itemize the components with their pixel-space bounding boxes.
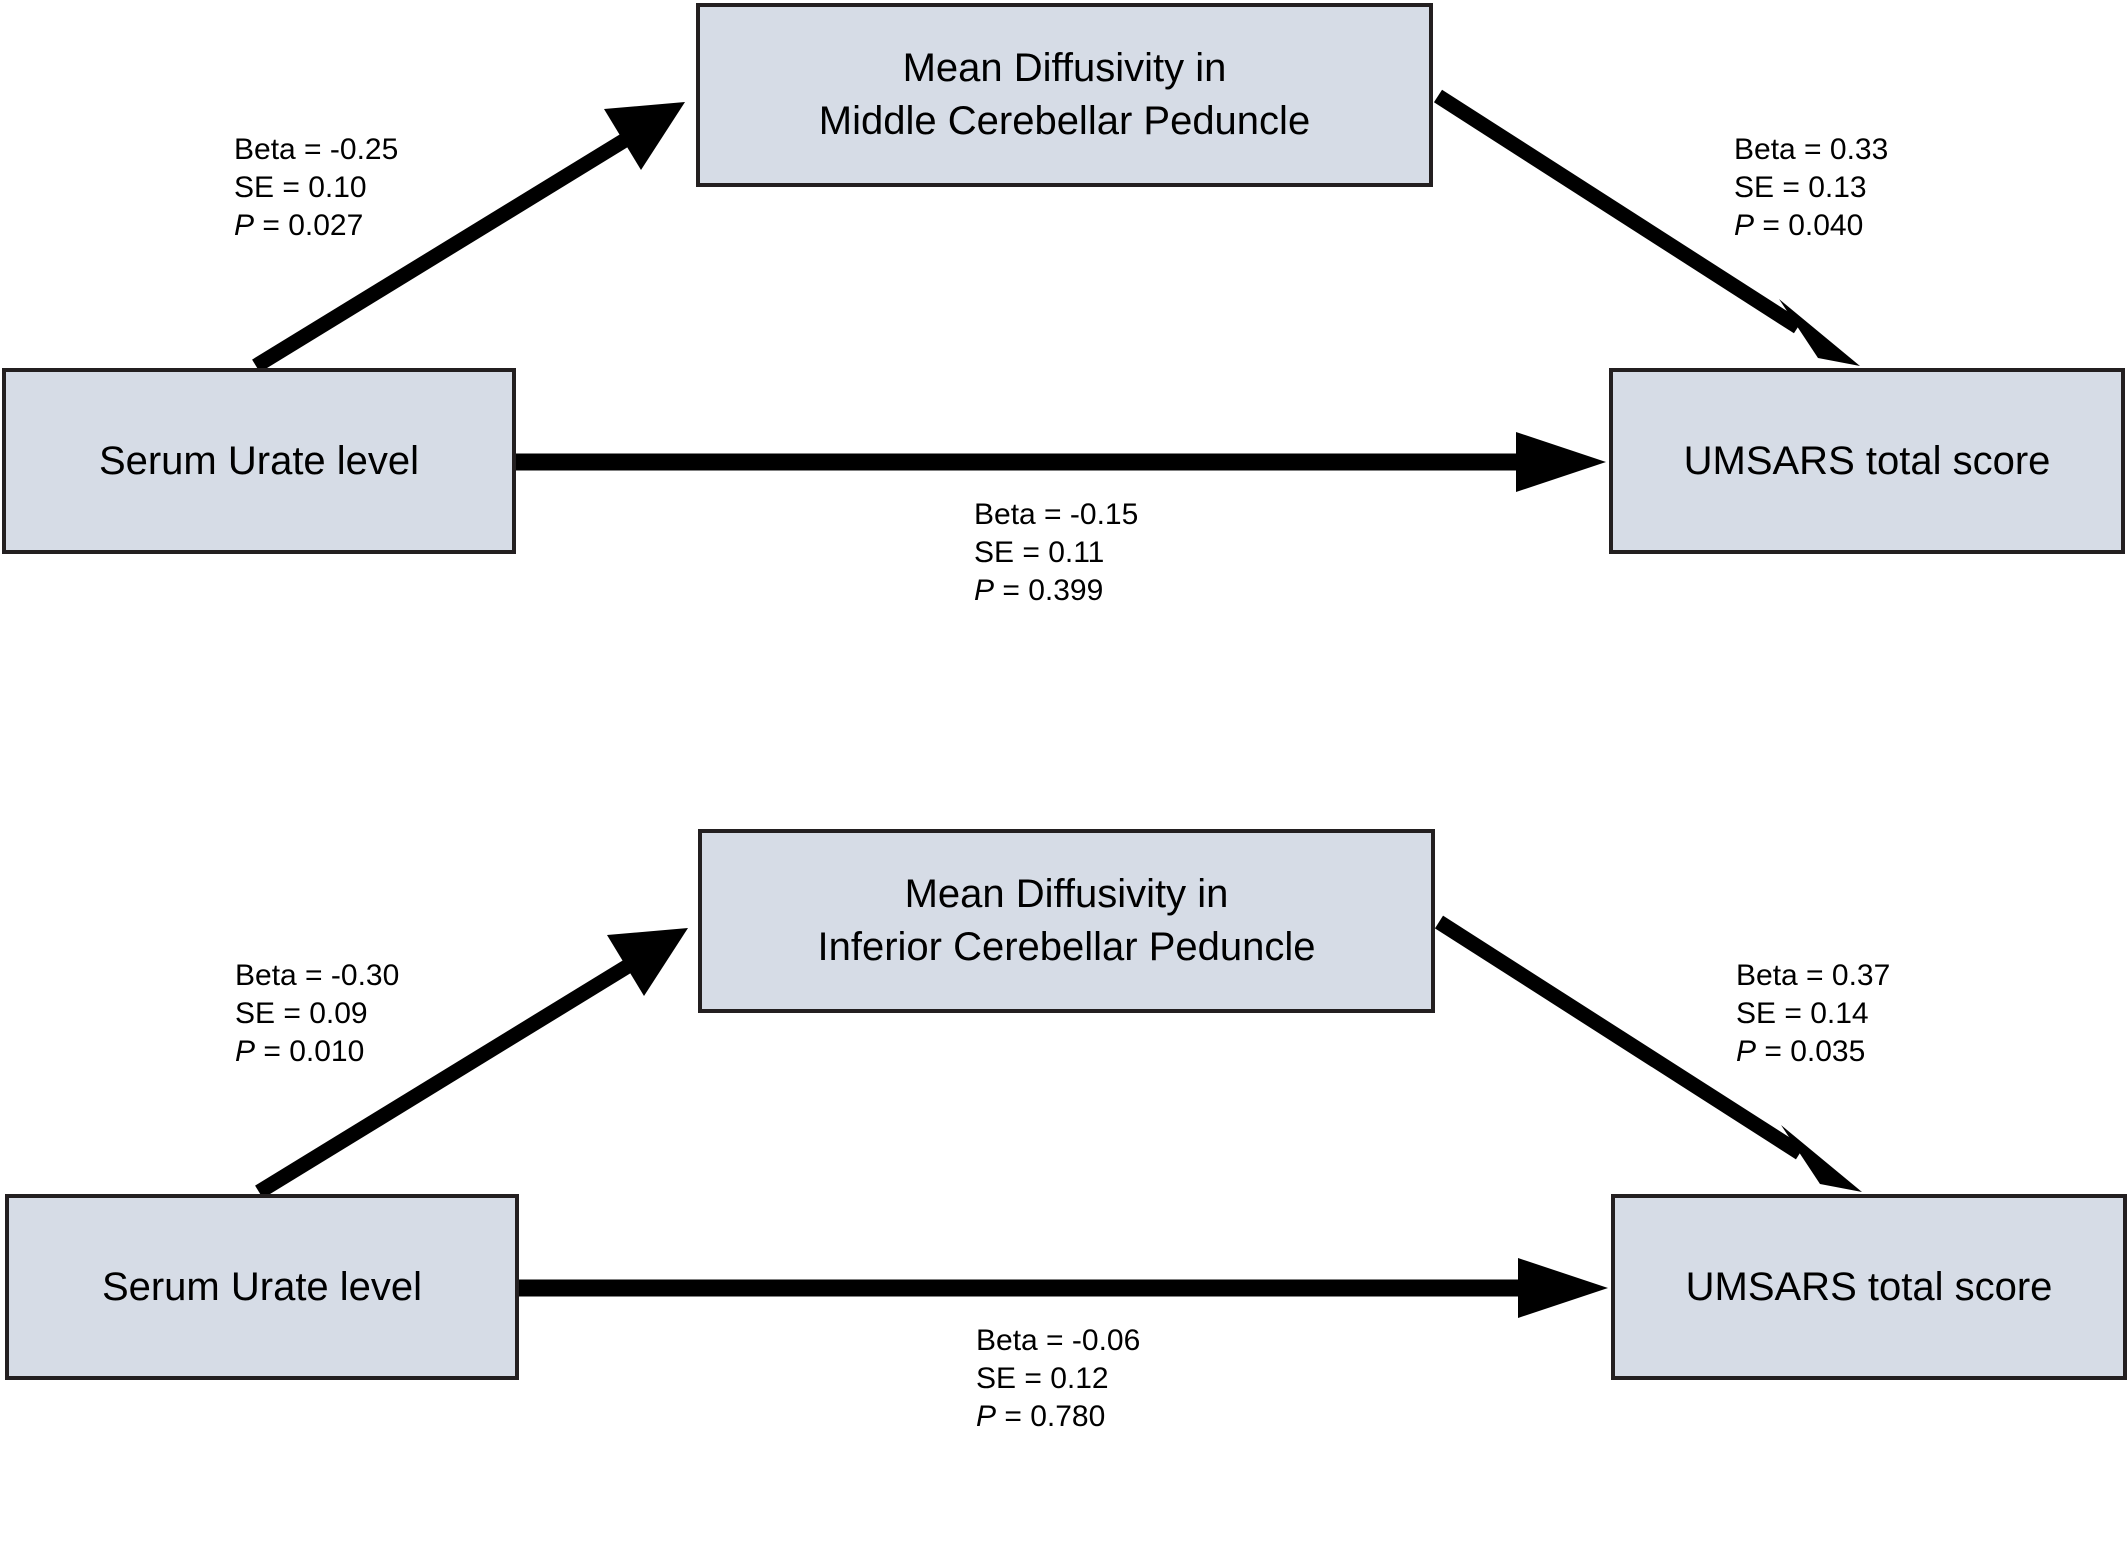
path-a-stats: Beta = -0.25 SE = 0.10 P = 0.027 — [234, 131, 398, 245]
path-a-beta: Beta = -0.25 — [234, 133, 399, 166]
predictor-box: Serum Urate level — [2, 368, 516, 554]
path-b-p-symbol: P — [1736, 1035, 1757, 1068]
arrow-predictor-to-mediator — [255, 928, 688, 1199]
path-c-p: P = 0.780 — [976, 1398, 1140, 1436]
outcome-box: UMSARS total score — [1611, 1194, 2127, 1380]
path-a-se: SE = 0.09 — [235, 997, 368, 1030]
path-b-p-value: = 0.040 — [1754, 209, 1864, 242]
path-c-beta: Beta = -0.15 — [974, 498, 1139, 531]
path-c-se: SE = 0.11 — [974, 536, 1105, 569]
path-c-p-symbol: P — [976, 1400, 997, 1433]
mediator-line-1: Mean Diffusivity in — [904, 872, 1229, 916]
arrow-predictor-to-outcome — [516, 432, 1606, 492]
path-c-p-value: = 0.399 — [994, 574, 1104, 607]
path-b-stats: Beta = 0.33 SE = 0.13 P = 0.040 — [1734, 131, 1888, 245]
arrow-layer — [255, 915, 1862, 1318]
path-c-stats: Beta = -0.15 SE = 0.11 P = 0.399 — [974, 496, 1138, 610]
path-c-p: P = 0.399 — [974, 572, 1138, 610]
path-b-p: P = 0.040 — [1734, 207, 1888, 245]
outcome-label: UMSARS total score — [1683, 438, 2051, 483]
path-b-beta: Beta = 0.37 — [1736, 959, 1891, 992]
arrow-mediator-to-outcome — [1434, 915, 1862, 1192]
path-a-p-value: = 0.010 — [255, 1035, 365, 1068]
mediator-box: Mean Diffusivity in Middle Cerebellar Pe… — [696, 3, 1433, 187]
predictor-label: Serum Urate level — [98, 438, 420, 483]
path-a-p: P = 0.010 — [235, 1033, 399, 1071]
path-c-p-symbol: P — [974, 574, 995, 607]
path-b-p-value: = 0.035 — [1756, 1035, 1866, 1068]
path-b-stats: Beta = 0.37 SE = 0.14 P = 0.035 — [1736, 957, 1890, 1071]
path-a-stats: Beta = -0.30 SE = 0.09 P = 0.010 — [235, 957, 399, 1071]
path-b-beta: Beta = 0.33 — [1734, 133, 1889, 166]
path-b-p: P = 0.035 — [1736, 1033, 1890, 1071]
path-a-p-symbol: P — [234, 209, 255, 242]
outcome-label: UMSARS total score — [1685, 1264, 2053, 1309]
arrow-predictor-to-mediator — [252, 102, 685, 373]
predictor-label: Serum Urate level — [101, 1264, 423, 1309]
arrow-predictor-to-outcome — [519, 1258, 1608, 1318]
mediator-line-1: Mean Diffusivity in — [902, 46, 1227, 90]
path-a-p-symbol: P — [235, 1035, 256, 1068]
path-a-se: SE = 0.10 — [234, 171, 367, 204]
path-b-p-symbol: P — [1734, 209, 1755, 242]
path-b-se: SE = 0.13 — [1734, 171, 1867, 204]
path-a-p-value: = 0.027 — [254, 209, 364, 242]
path-c-se: SE = 0.12 — [976, 1362, 1109, 1395]
arrow-layer — [252, 89, 1860, 492]
path-b-se: SE = 0.14 — [1736, 997, 1869, 1030]
mediator-box: Mean Diffusivity in Inferior Cerebellar … — [698, 829, 1435, 1013]
path-c-stats: Beta = -0.06 SE = 0.12 P = 0.780 — [976, 1322, 1140, 1436]
path-c-p-value: = 0.780 — [996, 1400, 1106, 1433]
arrow-mediator-to-outcome — [1433, 89, 1860, 366]
mediation-diagram-middle-cerebellar-peduncle: Mean Diffusivity in Middle Cerebellar Pe… — [0, 0, 2128, 715]
path-a-beta: Beta = -0.30 — [235, 959, 400, 992]
mediator-line-2: Inferior Cerebellar Peduncle — [817, 925, 1316, 969]
predictor-box: Serum Urate level — [5, 1194, 519, 1380]
mediator-line-2: Middle Cerebellar Peduncle — [818, 99, 1311, 143]
path-a-p: P = 0.027 — [234, 207, 398, 245]
mediation-diagram-inferior-cerebellar-peduncle: Mean Diffusivity in Inferior Cerebellar … — [0, 826, 2128, 1541]
outcome-box: UMSARS total score — [1609, 368, 2125, 554]
path-c-beta: Beta = -0.06 — [976, 1324, 1141, 1357]
